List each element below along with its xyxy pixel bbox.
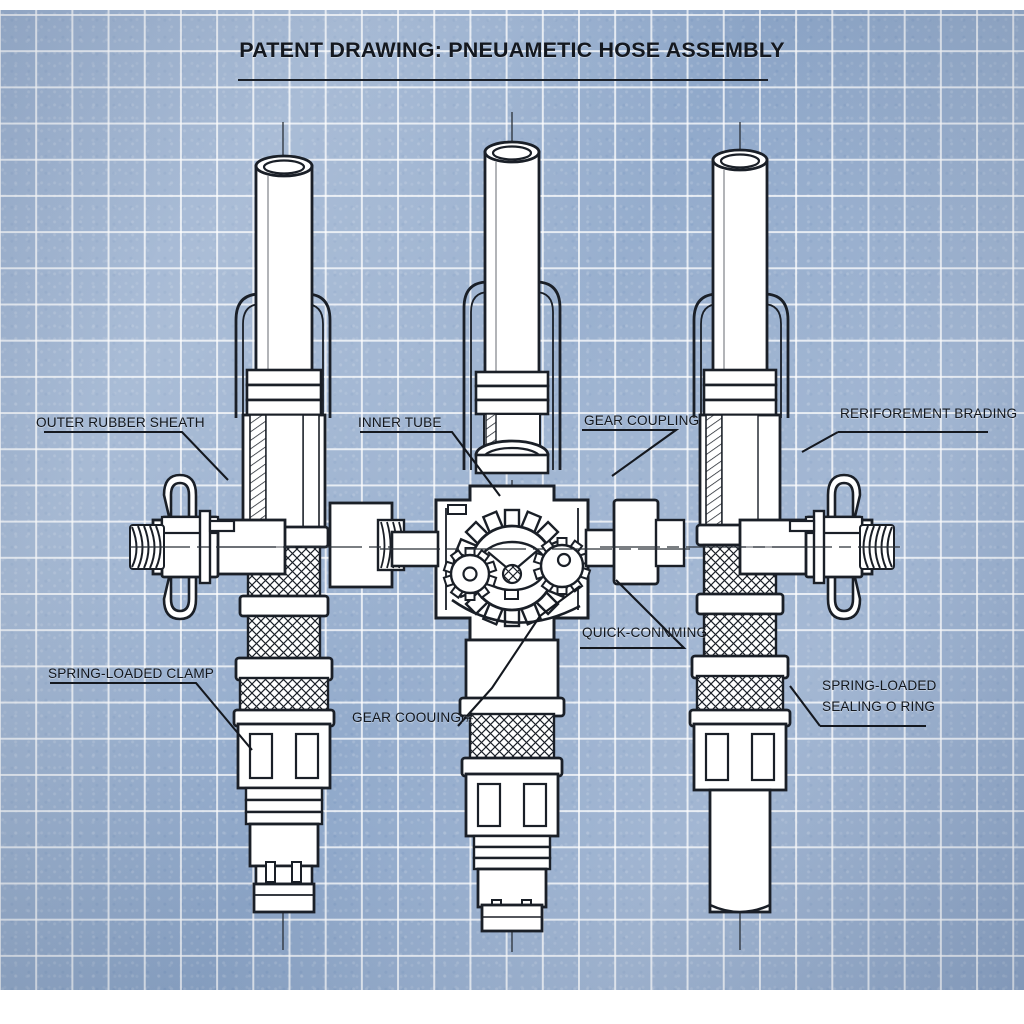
label-spring-loaded-sealing-line1: SPRING-LOADED [822,678,937,693]
title-underline [238,79,768,81]
label-gear-coupling: GEAR COUPLING [584,413,700,428]
blueprint-sheet [0,10,1024,990]
label-quick-connming: QUICK-CONNMING [582,625,708,640]
paper-grain-texture [0,10,1024,990]
page-title-container: PATENT DRAWING: PNEUAMETIC HOSE ASSEMBLY [0,38,1024,63]
page-title: PATENT DRAWING: PNEUAMETIC HOSE ASSEMBLY [239,38,785,62]
label-spring-loaded-clamp: SPRING-LOADED CLAMP [48,666,215,681]
label-spring-loaded-sealing-line2: SEALING O RING [822,699,936,714]
label-reriforement-brading: RERIFOREMENT BRADING [840,406,1018,421]
label-outer-rubber-sheath: OUTER RUBBER SHEATH [36,415,205,430]
label-gear-coupling-alt: GEAR COOUINGr# [352,710,474,725]
label-inner-tube: INNER TUBE [358,415,442,430]
